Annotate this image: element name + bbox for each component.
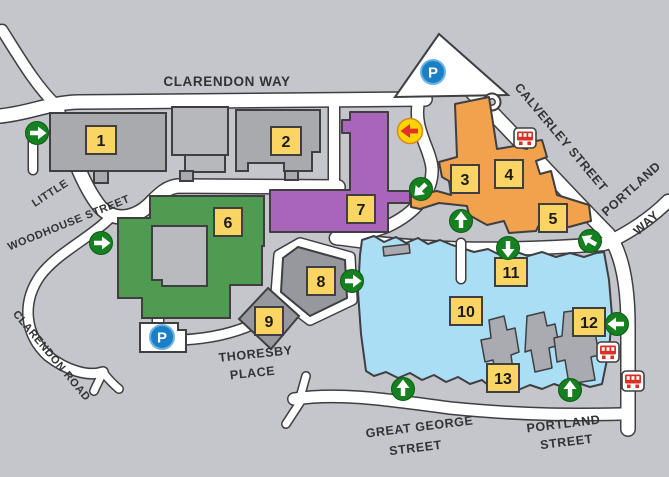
building-6-courtyard: [151, 225, 208, 287]
svg-text:7: 7: [357, 202, 366, 219]
building-label-11: 11: [494, 257, 528, 287]
no-entry-icon: [396, 117, 424, 145]
svg-text:P: P: [428, 65, 438, 82]
icons-layer: P P: [25, 59, 645, 402]
building-label-4: 4: [494, 159, 524, 189]
svg-text:13: 13: [494, 371, 512, 388]
entrance-arrow-icon: [340, 269, 364, 293]
svg-text:12: 12: [580, 315, 598, 332]
bus-stop-icon: [621, 370, 645, 392]
entrance-arrow-icon: [496, 236, 520, 260]
building-label-2: 2: [270, 126, 302, 156]
building-label-7: 7: [346, 194, 376, 224]
building-label-1: 1: [85, 125, 117, 155]
svg-text:8: 8: [317, 274, 326, 291]
parking-icon: P: [420, 59, 446, 85]
svg-text:1: 1: [97, 133, 106, 150]
building-2-annex: [284, 170, 299, 181]
building-label-3: 3: [450, 164, 480, 194]
entrance-arrow-icon: [449, 209, 473, 233]
entrance-arrow-icon: [89, 231, 113, 255]
building-label-8: 8: [306, 266, 336, 296]
building-label-10: 10: [449, 296, 483, 326]
building-10-courtyard-b: [524, 311, 560, 373]
entrance-arrow-icon: [605, 312, 629, 336]
building-label-13: 13: [486, 363, 520, 393]
building-tab: [179, 170, 194, 182]
svg-text:6: 6: [224, 215, 233, 232]
building-unnumbered: [171, 106, 229, 156]
building-label-9: 9: [254, 306, 284, 336]
building-label-12: 12: [572, 307, 606, 337]
building-label-5: 5: [538, 203, 568, 233]
building-1-annex: [93, 170, 109, 184]
svg-text:P: P: [157, 330, 167, 347]
parking-area-north: [393, 32, 511, 99]
bus-stop-icon: [513, 127, 537, 149]
building-unnumbered-annex: [184, 154, 226, 173]
building-label-6: 6: [213, 207, 243, 237]
street-label-thoresby-2: PLACE: [229, 364, 276, 383]
parking-icon: P: [149, 324, 175, 350]
street-label-great-george-2: STREET: [388, 438, 442, 458]
svg-text:3: 3: [461, 172, 470, 189]
street-label-portland-street-2: STREET: [539, 432, 593, 452]
street-label-clarendon-way: CLARENDON WAY: [163, 74, 290, 89]
building-10-inner-block: [382, 243, 411, 257]
svg-text:5: 5: [549, 211, 558, 228]
entrance-arrow-icon: [391, 377, 415, 401]
entrance-arrow-icon: [25, 121, 49, 145]
svg-text:4: 4: [505, 167, 514, 184]
svg-text:9: 9: [265, 314, 274, 331]
building-labels: 1 2 3 4 5 6 7 8 9 10 11 12 13: [85, 125, 606, 393]
entrance-arrow-icon: [558, 378, 582, 402]
svg-text:11: 11: [503, 265, 520, 282]
svg-text:2: 2: [282, 134, 291, 151]
bus-stop-icon: [596, 341, 620, 363]
svg-text:10: 10: [457, 304, 475, 321]
